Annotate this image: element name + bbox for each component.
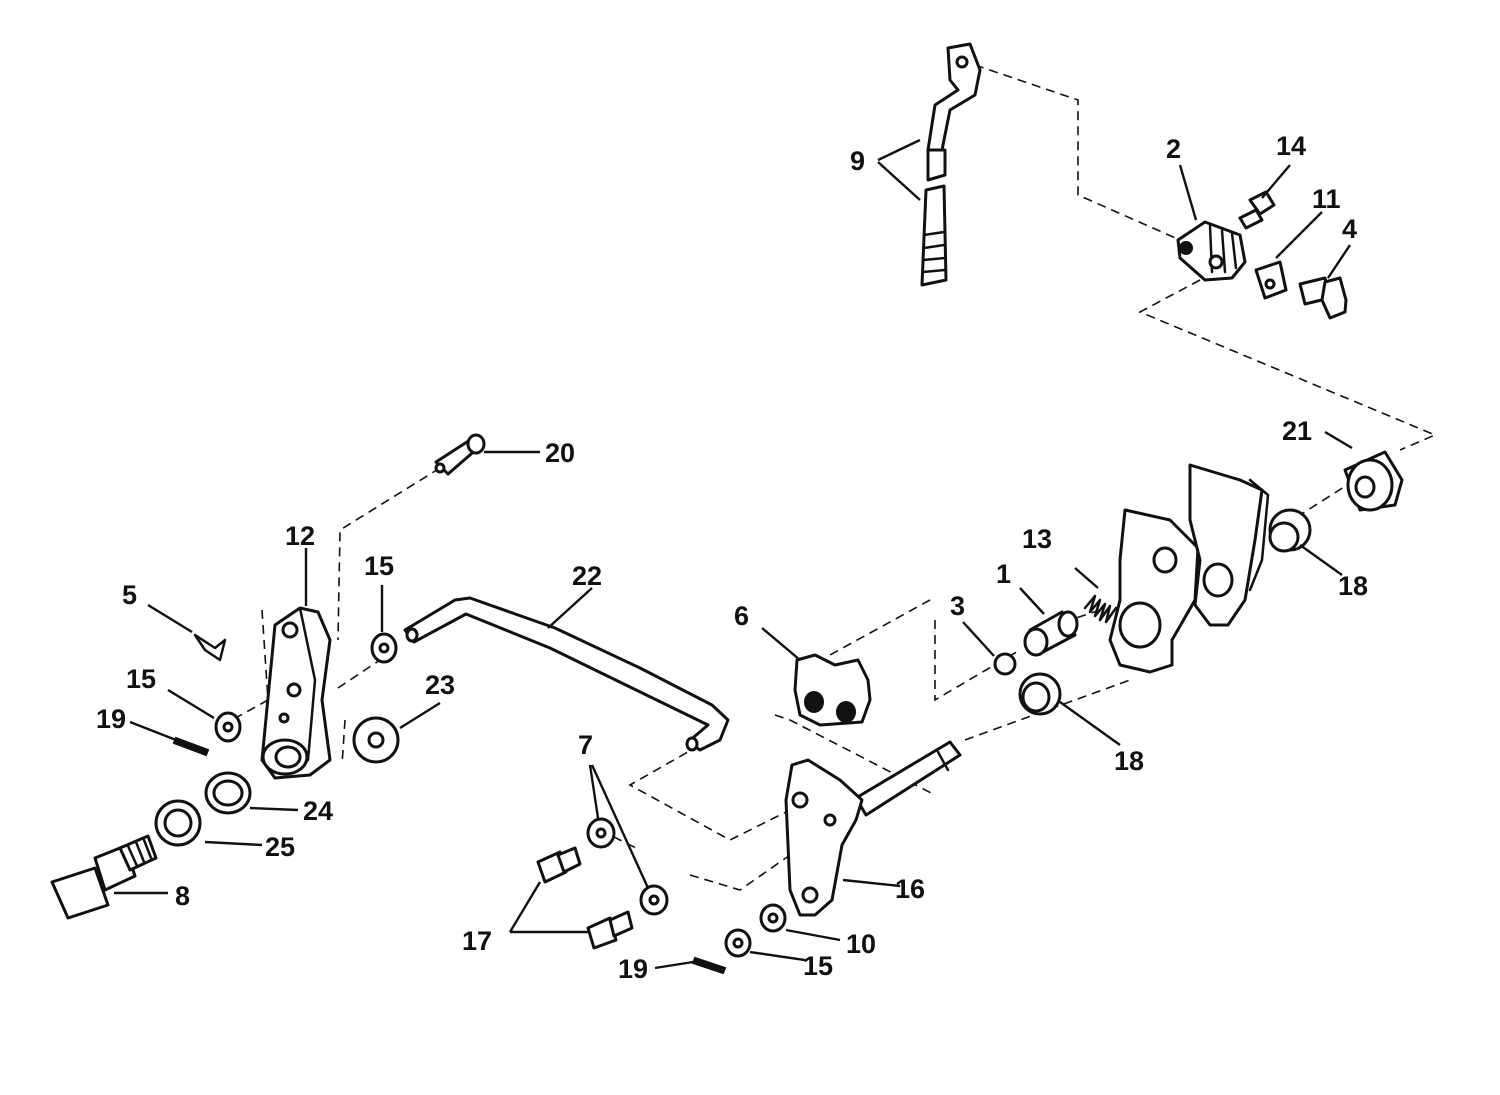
callout-1: 1 [996,559,1011,589]
washer-part-15-left [214,711,242,743]
cam-block-part-6 [793,653,872,727]
cotter-pin-part-19-left [172,736,210,757]
cotter-pin-part-19-bottom [691,956,727,975]
callout-2: 2 [1166,134,1181,164]
callout-18-upper: 18 [1338,571,1368,601]
assembly-lines [231,64,1438,891]
callout-14: 14 [1276,131,1306,161]
bushing-part-18-lower [1018,672,1062,716]
callout-17: 17 [462,926,492,956]
clamp-bracket-part-2 [1176,220,1247,282]
callout-24: 24 [303,796,333,826]
washer-part-25 [154,799,202,847]
callout-15-middle: 15 [364,551,394,581]
throttle-cam-part-16 [784,740,962,917]
collar-part-21 [1343,450,1404,512]
callout-22: 22 [572,561,602,591]
washer-part-10 [759,903,787,933]
callout-7: 7 [578,730,593,760]
bushing-part-18-upper [1268,508,1312,553]
clip-part-5 [193,633,227,662]
leader-lines [114,138,1353,970]
washer-part-15-middle [370,632,398,664]
callout-20: 20 [545,438,575,468]
callout-5: 5 [122,580,137,610]
washer-part-7-upper [586,817,616,849]
screw-part-17-upper [536,846,582,884]
callout-15-bottom: 15 [803,951,833,981]
callout-16: 16 [895,874,925,904]
washer-part-7-lower [639,884,669,916]
callout-11: 11 [1312,184,1341,214]
callout-19-bottom: 19 [618,954,648,984]
washer-part-24 [204,771,252,815]
callout-19-left: 19 [96,704,126,734]
callout-15-left: 15 [126,664,156,694]
spring-part-13 [1083,594,1118,624]
plunger-part-1 [1023,610,1079,657]
callout-3: 3 [950,591,965,621]
callout-8: 8 [175,881,190,911]
nut-clip-part-11 [1254,260,1288,300]
throttle-rod-part-9 [920,42,982,287]
screw-part-14 [1238,190,1276,230]
bolt-part-4 [1298,276,1348,320]
callout-labels: 9 2 14 11 4 21 18 18 13 1 3 6 20 12 5 15… [96,131,1368,984]
link-rod-part-22 [403,596,730,752]
callout-13: 13 [1022,524,1052,554]
washer-part-23 [352,716,400,764]
callout-12: 12 [285,521,315,551]
callout-4: 4 [1342,214,1357,244]
screw-part-17-lower [586,910,634,950]
callout-6: 6 [734,601,749,631]
ball-part-3 [993,652,1017,676]
lever-arm-part-12 [260,606,332,780]
callout-23: 23 [425,670,455,700]
callout-21: 21 [1282,416,1312,446]
pin-part-20 [434,433,486,476]
callout-25: 25 [265,832,295,862]
callout-18-lower: 18 [1114,746,1144,776]
housing-bracket [1108,463,1270,674]
callout-10: 10 [846,929,876,959]
shoulder-bolt-part-8 [50,834,158,920]
washer-part-15-bottom [724,928,752,958]
callout-9: 9 [850,146,865,176]
